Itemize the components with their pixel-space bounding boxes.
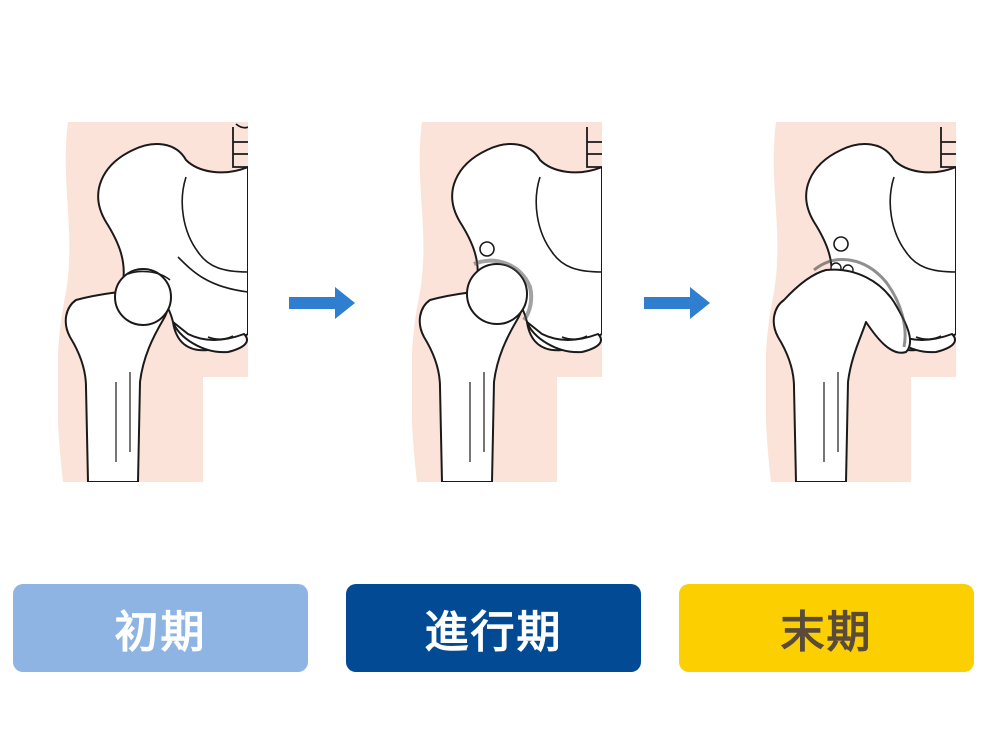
stage-label-text: 進行期 — [424, 607, 563, 658]
right-arrow-icon — [289, 285, 359, 321]
pelvis-bone — [451, 143, 602, 354]
stage-label-text: 初期 — [114, 607, 207, 658]
hip-joint-early-svg — [58, 122, 248, 482]
femur-bone — [772, 268, 912, 482]
spine-bones — [586, 127, 602, 168]
bone-cyst — [479, 241, 495, 257]
pelvis-bone — [97, 143, 248, 354]
femur-shaft-lines — [115, 372, 131, 462]
hip-joint-end-svg — [766, 122, 956, 482]
stage-label-end: 末期 — [679, 584, 974, 672]
spine-bones — [232, 123, 248, 168]
pelvis-detail-lines — [535, 176, 602, 340]
stage-label-progressive: 進行期 — [346, 584, 641, 672]
hip-illustration-early — [58, 122, 248, 482]
hip-illustration-end — [766, 122, 956, 482]
femoral-head — [114, 268, 172, 326]
stage-label-early: 初期 — [13, 584, 308, 672]
deformed-femoral-head — [772, 268, 912, 482]
stage-label-text: 末期 — [780, 607, 873, 658]
femur-shaft-lines — [823, 372, 839, 462]
bone-cyst — [833, 236, 849, 252]
hip-illustration-progressive — [412, 122, 602, 482]
femoral-head — [466, 263, 528, 325]
femur-bone — [418, 263, 528, 482]
right-arrow-icon — [644, 285, 714, 321]
pelvis-detail-lines — [889, 176, 956, 340]
femur-shaft-lines — [469, 372, 485, 462]
spine-bones — [940, 127, 956, 168]
collapsed-joint-line — [813, 258, 907, 348]
joint-space-line — [127, 270, 171, 281]
hip-joint-progressive-svg — [412, 122, 602, 482]
narrowed-joint-space — [473, 258, 534, 322]
femur-bone — [64, 268, 172, 482]
pelvis-detail-lines — [177, 176, 248, 340]
